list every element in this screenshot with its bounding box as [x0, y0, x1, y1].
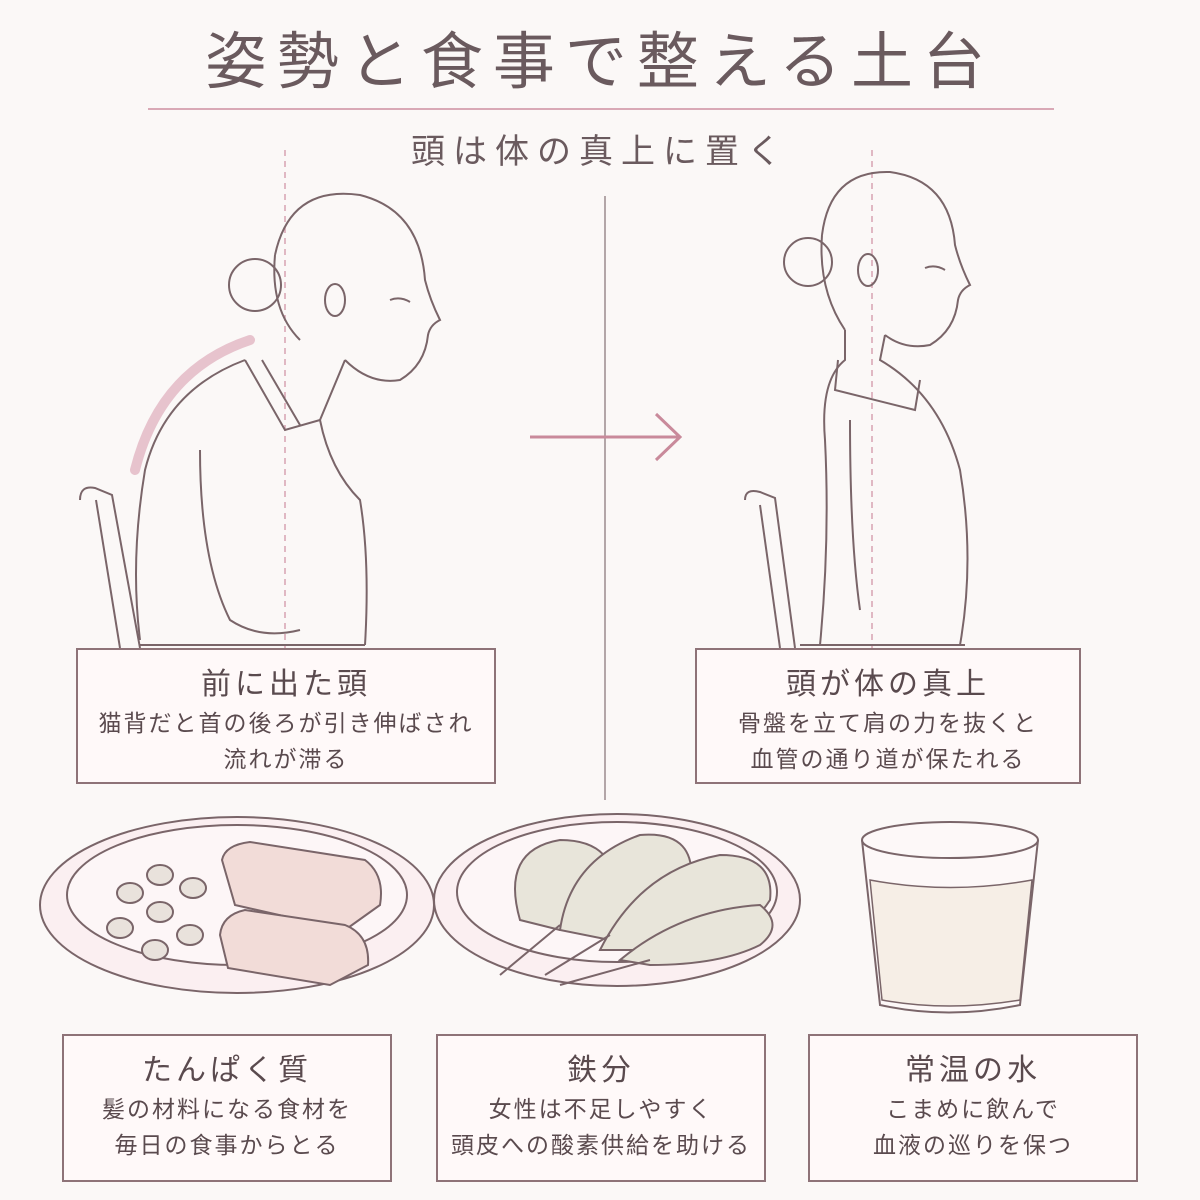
spinach-plate	[433, 813, 801, 987]
page-subtitle: 頭は体の真上に置く	[411, 132, 789, 172]
card-text-line: 頭皮への酸素供給を助ける	[451, 1133, 751, 1159]
card-text-line: 猫背だと首の後ろが引き伸ばされ	[98, 711, 474, 737]
iron-card: 鉄分 女性は不足しやすく 頭皮への酸素供給を助ける	[436, 1034, 766, 1182]
card-heading: 常温の水	[905, 1053, 1041, 1088]
card-text-line: 骨盤を立て肩の力を抜くと	[738, 711, 1038, 737]
aligned-head-card: 頭が体の真上 骨盤を立て肩の力を抜くと 血管の通り道が保たれる	[695, 648, 1081, 784]
card-heading: 鉄分	[567, 1053, 635, 1088]
card-text-line: 毎日の食事からとる	[114, 1133, 340, 1159]
upright-woman-figure	[744, 150, 972, 650]
page-title: 姿勢と食事で整える土台	[204, 25, 996, 98]
card-heading: 頭が体の真上	[786, 667, 990, 702]
water-glass	[861, 821, 1039, 1014]
arrow-right-icon	[530, 412, 683, 462]
card-text-line: 血管の通り道が保たれる	[750, 747, 1026, 773]
card-heading: 前に出た頭	[201, 667, 371, 702]
water-card: 常温の水 こまめに飲んで 血液の巡りを保つ	[808, 1034, 1138, 1182]
card-text-line: 血液の巡りを保つ	[873, 1133, 1073, 1159]
title-divider	[148, 108, 1054, 110]
forward-head-card: 前に出た頭 猫背だと首の後ろが引き伸ばされ 流れが滞る	[76, 648, 496, 784]
protein-plate	[39, 816, 435, 994]
card-text-line: 流れが滞る	[223, 747, 349, 773]
protein-card: たんぱく質 髪の材料になる食材を 毎日の食事からとる	[62, 1034, 392, 1182]
slouching-woman-figure	[79, 150, 442, 650]
card-text-line: 髪の材料になる食材を	[102, 1097, 352, 1123]
card-text-line: 女性は不足しやすく	[488, 1097, 714, 1123]
card-text-line: こまめに飲んで	[886, 1097, 1060, 1123]
card-heading: たんぱく質	[142, 1053, 312, 1088]
